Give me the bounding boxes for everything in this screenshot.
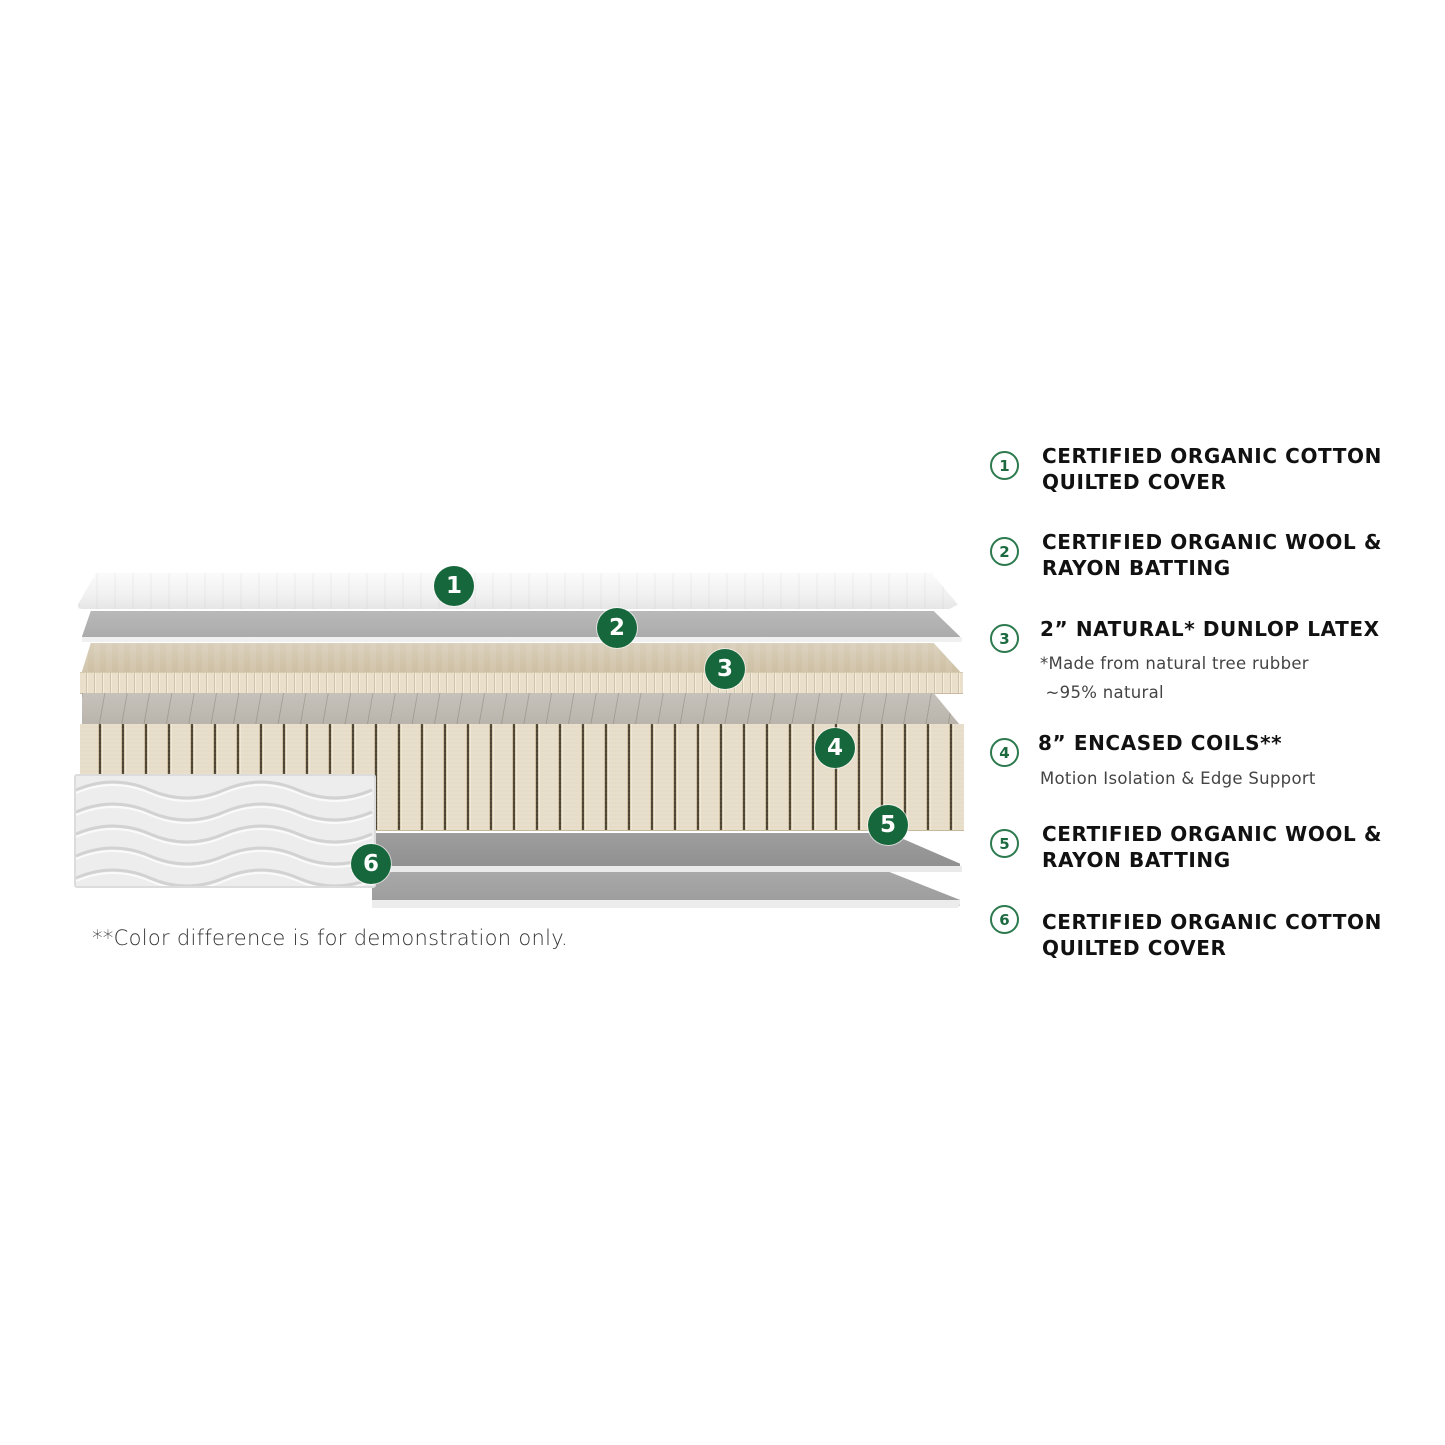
badge-6: 6 [351,844,391,884]
legend-subtitle: *Made from natural tree rubber [1040,654,1309,673]
title-line: CERTIFIED ORGANIC WOOL & [1042,822,1382,846]
layer-2-edge [82,637,962,642]
title-line: 8” ENCASED COILS** [1038,731,1283,755]
number-3-icon: 3 [990,624,1019,653]
layer-5-edge [372,866,962,872]
legend-subtitle: ~95% natural [1040,683,1164,702]
wave-quilt-pattern-icon [76,776,374,886]
badge-1: 1 [434,566,474,606]
layer-2-wool-batting [82,611,960,641]
layer-5-wool-batting [372,833,960,869]
title-line: CERTIFIED ORGANIC COTTON [1042,444,1382,468]
mattress-layers-illustration: 1 2 3 4 5 6 [0,0,1000,1000]
badge-5: 5 [868,805,908,845]
number-4-icon: 4 [990,738,1019,767]
legend-subtitle: Motion Isolation & Edge Support [1040,769,1316,788]
legend-title: CERTIFIED ORGANIC COTTON QUILTED COVER [1042,909,1382,961]
title-line: RAYON BATTING [1042,556,1231,580]
layer-1-cotton-cover [78,573,958,609]
color-disclaimer: **Color difference is for demonstration … [92,926,568,950]
number-1-icon: 1 [990,451,1019,480]
title-line: RAYON BATTING [1042,848,1231,872]
title-line: 2” NATURAL* DUNLOP LATEX [1040,617,1380,641]
number-5-icon: 5 [990,829,1019,858]
quilted-side-panel [74,774,376,888]
number-6-icon: 6 [990,905,1019,934]
badge-3: 3 [705,649,745,689]
badge-4: 4 [815,728,855,768]
legend-title: CERTIFIED ORGANIC WOOL & RAYON BATTING [1042,821,1382,873]
title-line: QUILTED COVER [1042,470,1227,494]
layer-3-latex-top [82,643,960,673]
legend-title: CERTIFIED ORGANIC COTTON QUILTED COVER [1042,443,1382,495]
legend-title: CERTIFIED ORGANIC WOOL & RAYON BATTING [1042,529,1382,581]
legend-title: 8” ENCASED COILS** [1038,730,1378,756]
title-line: CERTIFIED ORGANIC COTTON [1042,910,1382,934]
layer-3-latex-edge [80,672,963,694]
title-line: QUILTED COVER [1042,936,1227,960]
legend-title: 2” NATURAL* DUNLOP LATEX [1040,616,1380,642]
title-line: CERTIFIED ORGANIC WOOL & [1042,530,1382,554]
number-2-icon: 2 [990,537,1019,566]
layer-6-edge [372,900,960,908]
layer-4-coils-top [82,693,960,725]
badge-2: 2 [597,608,637,648]
